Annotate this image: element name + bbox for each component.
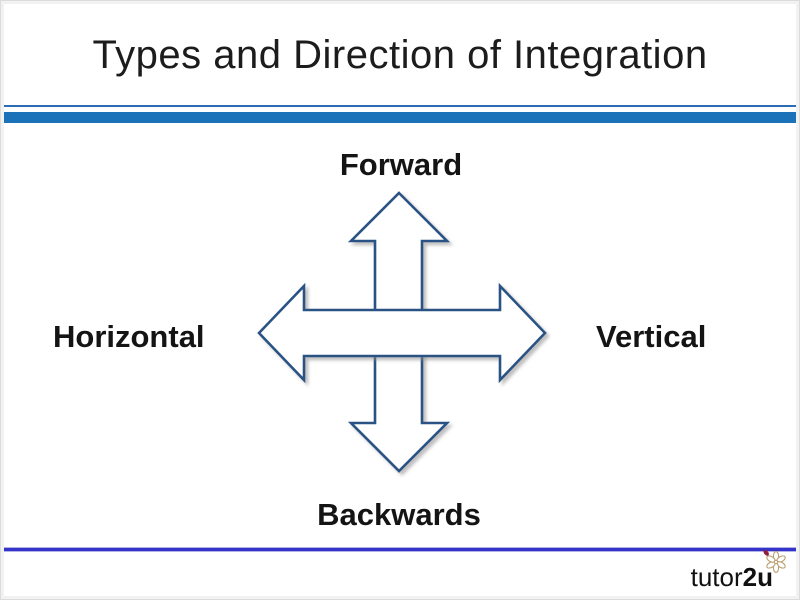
label-backwards: Backwards [317,497,481,532]
header-accent-line [4,105,796,107]
label-horizontal: Horizontal [53,319,205,354]
label-forward: Forward [339,147,463,182]
footer-accent-line [4,548,796,551]
header-accent-bar [4,112,796,123]
label-vertical: Vertical [596,319,707,354]
horizontal-double-arrow [257,282,547,384]
tutor2u-logo: tutor2u [690,549,786,592]
flower-icon [763,549,786,573]
slide-title: Types and Direction of Integration [92,33,708,77]
logo-text: tutor [690,562,743,592]
